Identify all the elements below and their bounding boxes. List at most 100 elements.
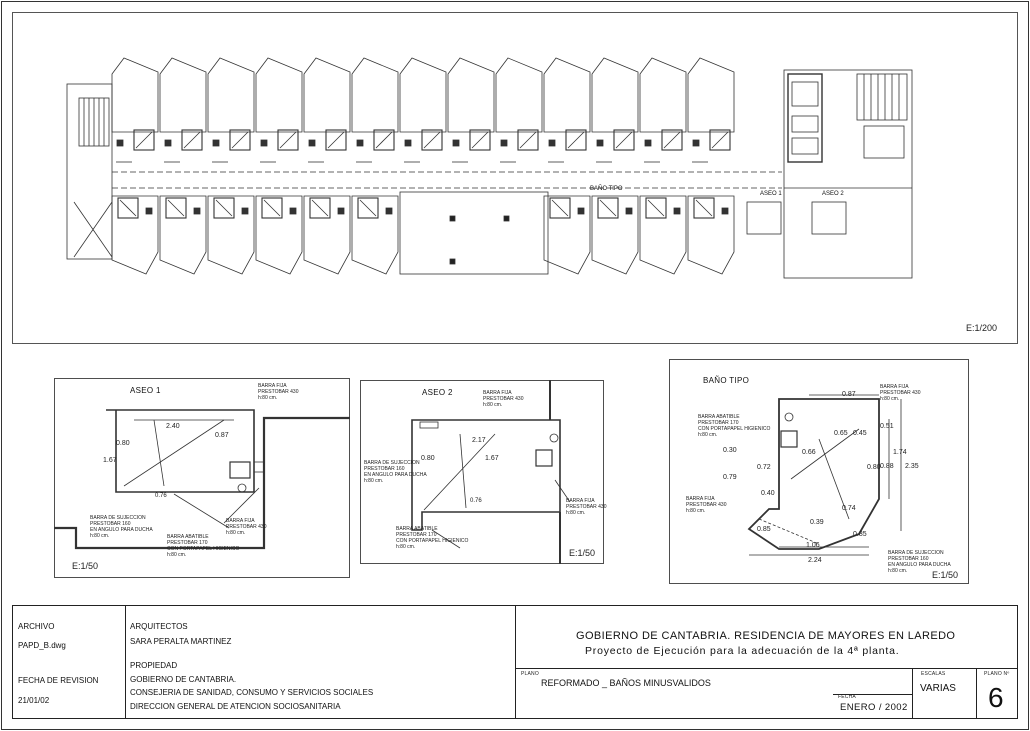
column [644, 139, 652, 147]
project-title: GOBIERNO DE CANTABRIA. RESIDENCIA DE MAY… [576, 630, 956, 642]
bathroom-bottom [165, 197, 187, 219]
bedroom-top [207, 57, 255, 133]
bathroom-bottom [645, 197, 667, 219]
plan-label-aseo1: ASEO 1 [760, 191, 782, 197]
bano-dim-d10: 0.80 [867, 464, 881, 471]
title-block-divider-6 [833, 694, 912, 695]
bano-dim-d2: 0.65 [834, 430, 848, 437]
floor-plan-frame [12, 12, 1018, 344]
aseo2-note-2: BARRA DE SUJECCION PRESTOBAR 160 EN ANGU… [364, 460, 427, 484]
column [241, 207, 249, 215]
propiedad-line-3: DIRECCION GENERAL DE ATENCION SOCIOSANIT… [130, 702, 341, 711]
aseo2-dim-d3: 1.67 [485, 455, 499, 462]
bedroom-bottom [351, 195, 399, 275]
aseo1-note-1: BARRA FIJA PRESTOBAR 430 h:80 cm. [258, 383, 299, 401]
aseo1-note-3: BARRA ABATIBLE PRESTOBAR 170 CON PORTAPA… [167, 534, 240, 558]
bano-tipo-scale: E:1/50 [932, 570, 959, 580]
aseo1-scale: E:1/50 [72, 561, 99, 571]
column [577, 207, 585, 215]
title-block-divider-4 [912, 668, 913, 719]
plan-label-bano-tipo: BAÑO TIPO [590, 185, 623, 192]
bano-dim-d15: 0.39 [810, 519, 824, 526]
column [385, 207, 393, 215]
bano-note-4: BARRA DE SUJECCION PRESTOBAR 160 EN ANGU… [888, 550, 951, 574]
bedroom-bottom [687, 195, 735, 275]
column [164, 139, 172, 147]
aseo2-note-4: BARRA ABATIBLE PRESTOBAR 170 CON PORTAPA… [396, 526, 469, 550]
column [116, 139, 124, 147]
aseo2-dim-d4: 0.76 [470, 498, 482, 504]
column [596, 139, 604, 147]
bedroom-top [111, 57, 159, 133]
column [404, 139, 412, 147]
column [692, 139, 700, 147]
bathroom-top [373, 129, 395, 151]
east-stair [856, 73, 908, 121]
bano-dim-d19: 2.24 [808, 557, 822, 564]
bano-dim-d12: 0.79 [723, 474, 737, 481]
column [289, 207, 297, 215]
bathroom-top [229, 129, 251, 151]
column [356, 139, 364, 147]
bano-dim-d1: 0.87 [842, 391, 856, 398]
column [212, 139, 220, 147]
aseo1-dim-d2: 0.87 [215, 432, 229, 439]
bedroom-top [159, 57, 207, 133]
column [260, 139, 268, 147]
bedroom-top [591, 57, 639, 133]
bathroom-top [421, 129, 443, 151]
plan-label-aseo2: ASEO 2 [822, 191, 844, 197]
bano-dim-d16: 0.85 [757, 526, 771, 533]
bathroom-top [565, 129, 587, 151]
east-core [783, 69, 913, 279]
column [548, 139, 556, 147]
floor-plan-drawing: BAÑO TIPO ASEO 1 ASEO 2 [66, 57, 913, 279]
column [145, 207, 153, 215]
bathroom-bottom [597, 197, 619, 219]
bano-dim-d5: 1.74 [893, 449, 907, 456]
bedroom-bottom [207, 195, 255, 275]
fecha-value: ENERO / 2002 [840, 702, 908, 713]
bano-dim-d6: 2.35 [905, 463, 919, 470]
bathroom-bottom [117, 197, 139, 219]
bathroom-top [709, 129, 731, 151]
bathroom-top [613, 129, 635, 151]
bedroom-bottom [159, 195, 207, 275]
column [721, 207, 729, 215]
archivo-value: PAPD_B.dwg [18, 641, 66, 650]
aseo2-room [811, 201, 847, 235]
column [500, 139, 508, 147]
bathroom-bottom [309, 197, 331, 219]
column [625, 207, 633, 215]
aseo1-dim-d1: 2.40 [166, 423, 180, 430]
project-subtitle: Proyecto de Ejecución para la adecuación… [585, 645, 900, 657]
aseo1-dim-d3: 0.80 [116, 440, 130, 447]
bano-dim-d7: 0.30 [723, 447, 737, 454]
plano-number: 6 [988, 682, 1004, 713]
bano-dim-d8: 0.66 [802, 449, 816, 456]
propiedad-line-2: CONSEJERIA DE SANIDAD, CONSUMO Y SERVICI… [130, 688, 374, 697]
plano-label: PLANO [521, 671, 539, 677]
bathroom-top [517, 129, 539, 151]
bano-dim-d18: 1.06 [806, 542, 820, 549]
bedroom-bottom [543, 195, 591, 275]
column [193, 207, 201, 215]
bedroom-top [303, 57, 351, 133]
aseo1-room [746, 201, 782, 235]
bano-dim-d11: 0.88 [880, 463, 894, 470]
bathroom-bottom [213, 197, 235, 219]
column [308, 139, 316, 147]
bathroom-top [181, 129, 203, 151]
bathroom-top [469, 129, 491, 151]
bano-note-1: BARRA FIJA PRESTOBAR 430 h:80 cm. [880, 384, 921, 402]
common-room [399, 191, 549, 275]
fecha-label: FECHA [838, 694, 856, 700]
aseo2-dim-d1: 2.17 [472, 437, 486, 444]
archivo-label: ARCHIVO [18, 622, 55, 631]
bedroom-bottom [255, 195, 303, 275]
title-block-divider-2 [515, 605, 516, 719]
bedroom-top [351, 57, 399, 133]
bathroom-top [277, 129, 299, 151]
bathroom-bottom [693, 197, 715, 219]
escalas-value: VARIAS [920, 683, 956, 694]
